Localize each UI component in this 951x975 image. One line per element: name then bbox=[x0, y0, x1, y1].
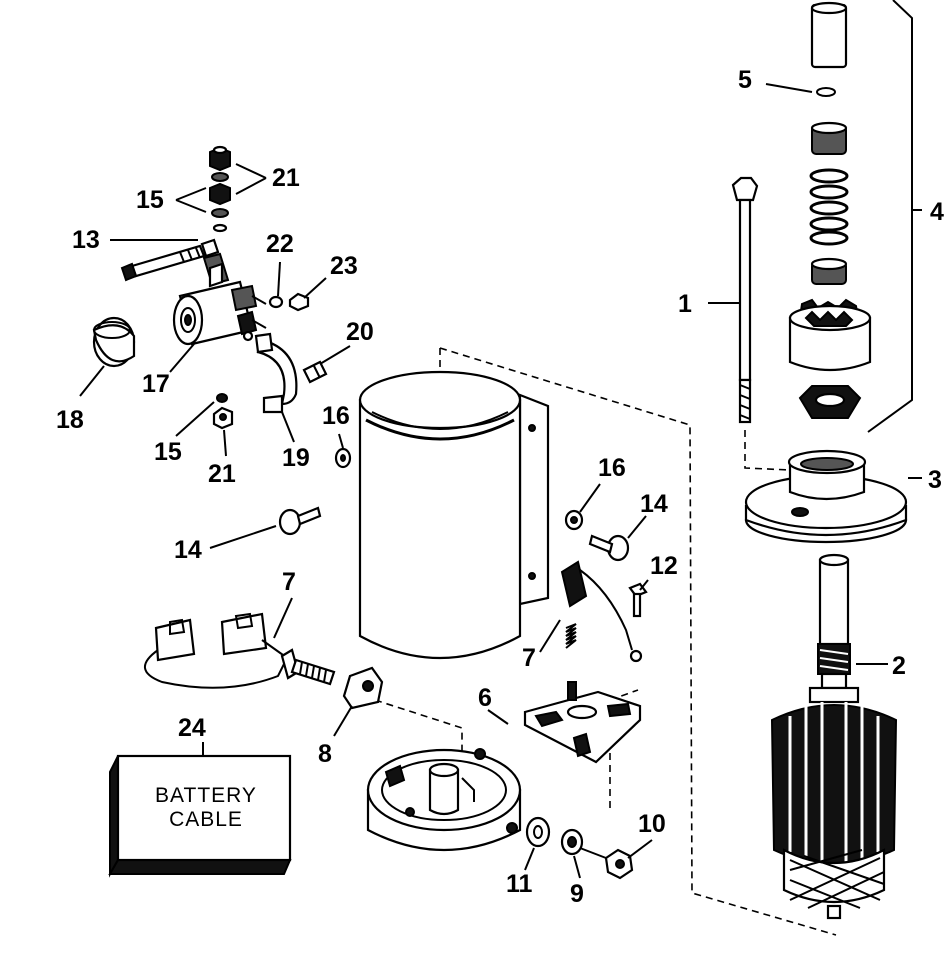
callout-1: 1 bbox=[678, 290, 692, 318]
nut-23 bbox=[288, 292, 310, 312]
drive-spring bbox=[809, 168, 849, 246]
washer-15-lower bbox=[216, 393, 228, 403]
commutator-end-cap bbox=[366, 748, 522, 851]
callout-23: 23 bbox=[330, 252, 358, 280]
drive-sleeve bbox=[810, 121, 848, 155]
callout-12: 12 bbox=[650, 552, 678, 580]
callout-18: 18 bbox=[56, 406, 84, 434]
brush-springs bbox=[565, 623, 577, 649]
callout-labels: 1 2 3 4 5 6 7 7 8 9 10 11 12 13 14 14 15… bbox=[56, 66, 944, 908]
callout-3: 3 bbox=[928, 466, 942, 494]
nuts-stack bbox=[209, 145, 231, 233]
callout-5: 5 bbox=[738, 66, 752, 94]
callout-15-upper: 15 bbox=[136, 186, 164, 214]
solenoid-assembly bbox=[92, 145, 328, 430]
snap-ring bbox=[816, 87, 836, 97]
drive-assembly bbox=[731, 0, 913, 544]
callout-17: 17 bbox=[142, 370, 170, 398]
battery-cable-box: BATTERY CABLE bbox=[108, 754, 292, 878]
washers-nut bbox=[525, 816, 634, 880]
brush-set-left bbox=[144, 612, 336, 689]
callout-13: 13 bbox=[72, 226, 100, 254]
mounting-bracket-19 bbox=[254, 332, 298, 414]
washer-11 bbox=[525, 816, 551, 848]
callout-4: 4 bbox=[930, 198, 944, 226]
drive-collar bbox=[810, 257, 848, 285]
callout-15-lower: 15 bbox=[154, 438, 182, 466]
terminal-8 bbox=[342, 666, 384, 710]
callout-11: 11 bbox=[506, 870, 533, 898]
callout-14-right: 14 bbox=[640, 490, 668, 518]
callout-7-left: 7 bbox=[282, 568, 296, 596]
callout-21-lower: 21 bbox=[208, 460, 236, 488]
nut-22 bbox=[268, 295, 284, 309]
callout-9: 9 bbox=[570, 880, 584, 908]
solenoid-body bbox=[172, 252, 267, 346]
callout-16-left: 16 bbox=[322, 402, 350, 430]
callout-22: 22 bbox=[266, 230, 294, 258]
callout-10: 10 bbox=[638, 810, 666, 838]
brush-right bbox=[560, 560, 643, 663]
drive-cap bbox=[810, 1, 848, 69]
callout-16-right: 16 bbox=[598, 454, 626, 482]
battery-cable-label-line2: CABLE bbox=[169, 808, 243, 831]
through-bolt bbox=[731, 176, 759, 424]
battery-cable-label-line1: BATTERY bbox=[155, 784, 257, 807]
callout-20: 20 bbox=[346, 318, 374, 346]
callout-24: 24 bbox=[178, 714, 206, 742]
screw-12 bbox=[628, 582, 648, 618]
armature bbox=[770, 553, 898, 920]
callout-21-upper: 21 bbox=[272, 164, 300, 192]
brush-plate bbox=[523, 681, 642, 764]
screw-20 bbox=[302, 360, 328, 384]
stop-nut bbox=[798, 385, 862, 419]
pinion-gear bbox=[788, 298, 872, 372]
callout-8: 8 bbox=[318, 740, 332, 768]
leader-lines bbox=[79, 83, 922, 879]
drive-end-cap bbox=[744, 449, 908, 544]
starter-frame bbox=[358, 370, 550, 660]
screw-14-right bbox=[588, 534, 630, 562]
stud-13 bbox=[120, 238, 220, 282]
callout-7-right: 7 bbox=[522, 644, 536, 672]
callout-2: 2 bbox=[892, 652, 906, 680]
screw-14-left bbox=[278, 506, 322, 536]
callout-14-left: 14 bbox=[174, 536, 202, 564]
callout-19: 19 bbox=[282, 444, 310, 472]
callout-6: 6 bbox=[478, 684, 492, 712]
